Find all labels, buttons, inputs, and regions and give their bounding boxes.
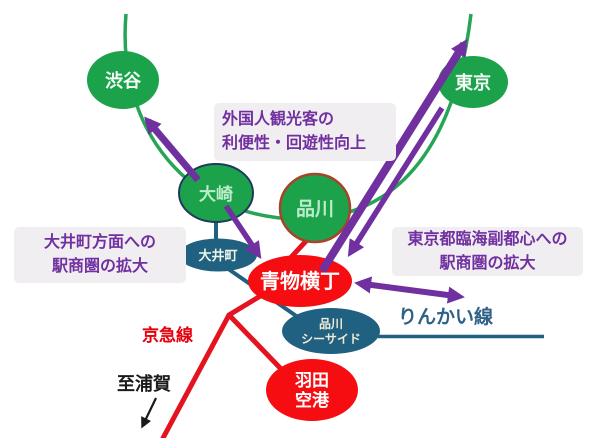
node-shinagawa-seaside bbox=[282, 308, 380, 354]
keikyu-line-to-uraga bbox=[160, 289, 270, 438]
node-oimachi bbox=[179, 238, 257, 272]
node-label-osaki: 大崎 bbox=[199, 184, 233, 204]
node-tokyo bbox=[438, 56, 508, 108]
callout-tourist-convenience: 外国人観光客の 利便性・回遊性向上 bbox=[214, 103, 396, 161]
keikyu-line-to-haneda bbox=[226, 312, 287, 375]
node-haneda-airport bbox=[266, 359, 358, 421]
callout-waterfront-line2: 駅商圏の拡大 bbox=[439, 254, 536, 272]
node-shinagawa bbox=[278, 172, 352, 244]
callout-tokyo-waterfront: 東京都臨海副都心への 駅商圏の拡大 bbox=[392, 227, 583, 276]
callout-oimachi-line2: 駅商圏の拡大 bbox=[51, 258, 148, 275]
to-uraga-arrow bbox=[141, 397, 157, 429]
callout-oimachi-area: 大井町方面への 駅商圏の拡大 bbox=[14, 227, 186, 283]
label-keikyu-line: 京急線 bbox=[142, 326, 193, 345]
node-label-aomono-yokocho: 青物横丁 bbox=[260, 269, 340, 293]
node-label-shinagawa: 品川 bbox=[296, 198, 334, 220]
arrow-tokyo-to-aomono bbox=[347, 106, 445, 258]
arrow-osaki-to-aomono bbox=[223, 204, 262, 259]
callout-tourist-line1: 外国人観光客の bbox=[222, 111, 335, 128]
node-label-shinagawa-seaside-line2: シーサイド bbox=[301, 332, 361, 346]
node-shibuya bbox=[87, 51, 159, 109]
callout-tourist-line2: 利便性・回遊性向上 bbox=[222, 135, 367, 152]
node-label-shibuya: 渋谷 bbox=[105, 70, 142, 91]
node-label-oimachi: 大井町 bbox=[198, 248, 237, 263]
node-label-tokyo: 東京 bbox=[455, 72, 491, 93]
node-label-shinagawa-seaside-line1: 品川 bbox=[319, 317, 343, 331]
callout-waterfront-line1: 東京都臨海副都心への bbox=[407, 231, 568, 249]
arrow-aomono-rinkai-bidirectional bbox=[354, 276, 465, 304]
node-label-haneda-line1: 羽田 bbox=[295, 371, 329, 390]
callout-oimachi-line1: 大井町方面への bbox=[43, 234, 156, 251]
arrow-osaki-to-shibuya bbox=[144, 116, 201, 183]
node-label-haneda-line2: 空港 bbox=[295, 390, 330, 410]
label-rinkai-line: りんかい線 bbox=[398, 307, 494, 328]
label-to-uraga: 至浦賀 bbox=[117, 374, 171, 394]
